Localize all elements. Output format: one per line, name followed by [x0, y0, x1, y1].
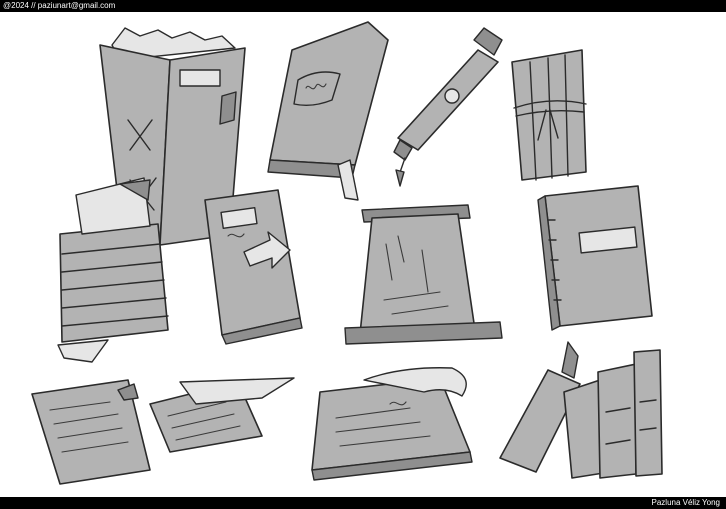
top-bar: @2024 // paziunart@gmail.com — [0, 0, 726, 12]
unrolled-scroll-sketch — [344, 204, 503, 345]
standing-books-sketch — [499, 341, 663, 479]
open-fanned-book-sketch — [99, 27, 246, 246]
closed-book-with-ribbon-sketch — [267, 21, 389, 201]
artist-signature: Pazluna Véliz Yong — [651, 498, 721, 507]
curling-page-book-sketch — [311, 367, 473, 481]
stacked-papers-sketch — [57, 177, 169, 363]
stitched-book-sketch — [537, 185, 653, 331]
scattered-papers-sketch — [31, 377, 295, 485]
sketch-canvas — [31, 21, 663, 485]
bundled-scroll-sketch — [511, 49, 587, 181]
arrow-emblem-book-sketch — [204, 189, 303, 345]
credit-text: @2024 // paziunart@gmail.com — [3, 1, 116, 10]
bottom-bar: Pazluna Véliz Yong — [0, 497, 726, 509]
sealed-scroll-sketch — [393, 27, 503, 187]
